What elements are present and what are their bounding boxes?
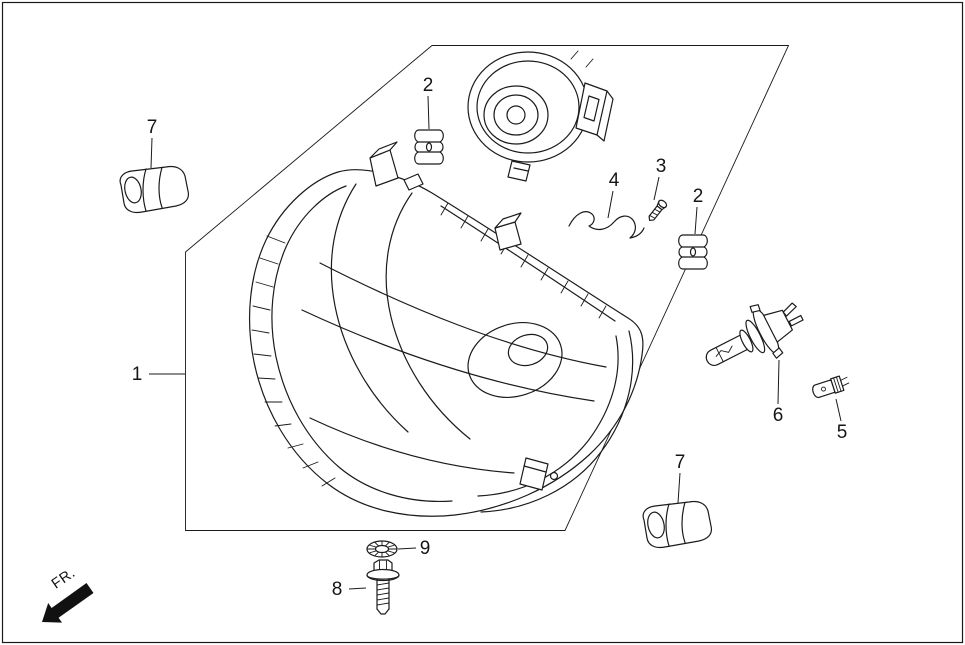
cover-bottom-hook xyxy=(507,160,531,182)
leader-line xyxy=(677,472,681,504)
wire-clip-drawing xyxy=(568,211,645,239)
hatching-left-band xyxy=(251,235,336,487)
mounting-bracket-mid xyxy=(494,212,522,251)
callout-6: 6 xyxy=(773,405,784,426)
mounting-bracket-left xyxy=(369,141,424,191)
callout-9: 9 xyxy=(420,538,431,559)
headlight-bulb-drawing xyxy=(705,302,804,367)
callout-4: 4 xyxy=(609,170,620,191)
front-direction-marker: FR. xyxy=(42,565,94,623)
position-bulb-drawing xyxy=(812,375,850,399)
callout-7-lower-right: 7 xyxy=(675,452,686,473)
leader-line xyxy=(777,359,780,405)
flange-bolt-drawing xyxy=(366,559,400,615)
callout-2-right: 2 xyxy=(693,186,704,207)
grommet-upper-drawing xyxy=(414,129,444,165)
leader-line xyxy=(694,206,698,235)
bulb-glass xyxy=(705,334,749,367)
bulb-terminal xyxy=(788,314,804,327)
washer-drawing xyxy=(366,540,398,558)
headlight-silhouette xyxy=(248,169,644,517)
front-marker-label: FR. xyxy=(49,565,79,592)
callout-1: 1 xyxy=(132,364,143,385)
front-arrow-icon xyxy=(42,583,94,623)
bulb-base xyxy=(763,309,793,343)
callout-7-upper-left: 7 xyxy=(147,117,158,138)
bulb-filament xyxy=(715,345,733,357)
callout-8: 8 xyxy=(332,579,343,600)
leader-line xyxy=(653,176,660,201)
rubber-cap-upper-left-drawing xyxy=(119,165,190,214)
bolt-shaft xyxy=(376,578,390,610)
leader-line xyxy=(607,190,614,219)
leader-line xyxy=(397,547,417,550)
leader-line xyxy=(150,137,153,169)
leader-line xyxy=(835,398,842,422)
callout-3: 3 xyxy=(656,156,667,177)
reflector-ring-inner xyxy=(507,333,549,367)
callout-5: 5 xyxy=(837,422,848,443)
headlight-unit-drawing xyxy=(248,141,644,517)
leader-line xyxy=(427,95,430,130)
assembly-boundary-outline xyxy=(185,45,790,531)
callout-2-upper: 2 xyxy=(423,75,434,96)
bottom-tab xyxy=(519,457,559,491)
rubber-cap-lower-right-drawing xyxy=(642,500,713,549)
screw-drawing xyxy=(648,199,668,222)
reflector-ring-outer xyxy=(467,322,563,398)
leader-line xyxy=(348,587,367,590)
cover-side-tab xyxy=(575,82,614,142)
bulb-terminal xyxy=(782,302,797,317)
headlight-socket-cover-drawing xyxy=(467,50,614,182)
grommet-right-drawing xyxy=(678,234,708,270)
leader-lines xyxy=(149,95,842,590)
